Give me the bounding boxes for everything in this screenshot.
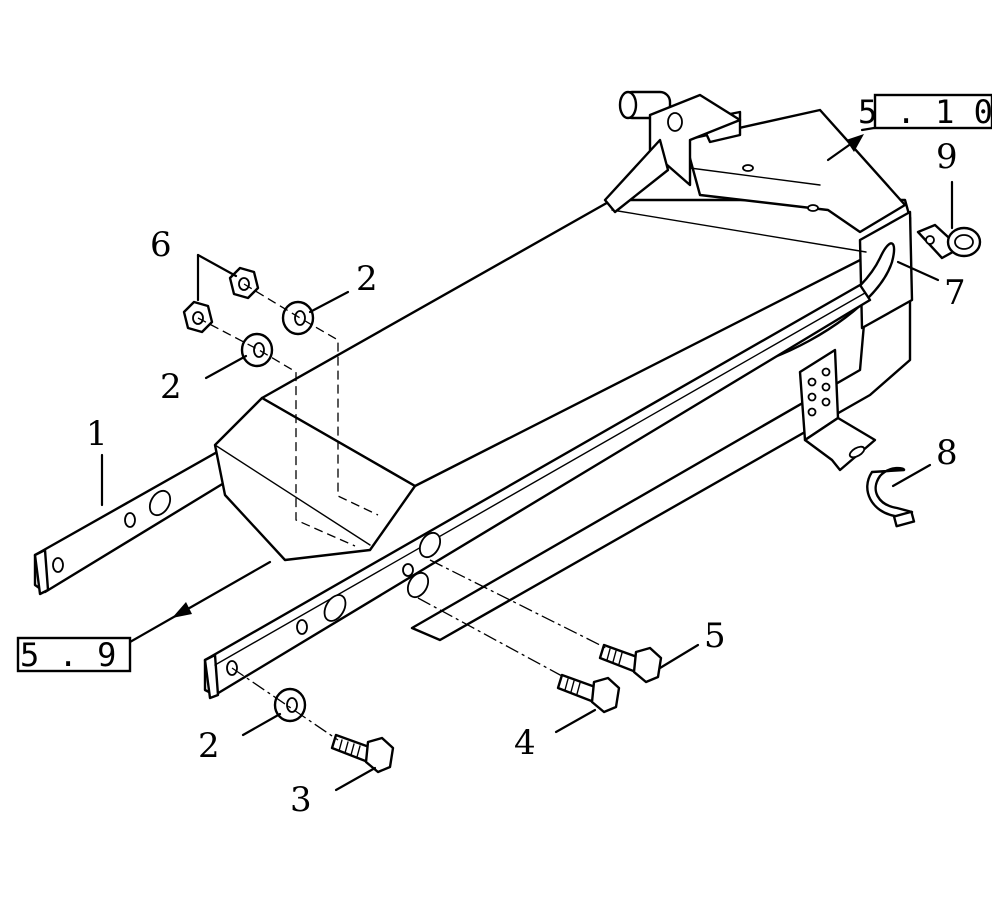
callout-2-lower: 2 <box>198 726 220 766</box>
reference-label-top: 5 . 1 0 <box>858 93 992 131</box>
bolt-3 <box>330 733 395 774</box>
callout-8: 8 <box>936 433 958 473</box>
washer-upper-right <box>281 300 315 336</box>
callout-1: 1 <box>86 414 108 454</box>
callout-4: 4 <box>514 723 536 763</box>
rear-channel-bracket <box>603 90 907 234</box>
nut-left <box>182 300 214 334</box>
perforated-bracket <box>798 348 877 472</box>
reference-label-left: 5 . 9 <box>20 636 116 674</box>
callout-6: 6 <box>150 225 172 265</box>
callout-numbers: 1 2 2 2 3 4 5 6 7 8 9 <box>86 137 966 820</box>
reference-box-top: 5 . 1 0 <box>858 93 992 131</box>
callout-2-middle: 2 <box>160 367 182 407</box>
callout-3: 3 <box>290 780 312 820</box>
bolt-4 <box>556 673 621 714</box>
callout-5: 5 <box>704 616 726 656</box>
nut-right <box>228 266 260 300</box>
right-rail <box>203 283 872 700</box>
reference-box-left: 5 . 9 <box>16 636 132 674</box>
p-clamp <box>916 223 982 260</box>
callout-7: 7 <box>944 273 966 313</box>
leader-lines <box>100 126 954 792</box>
bolt-5 <box>598 643 663 684</box>
splash-plate <box>213 396 417 562</box>
washer-lower <box>273 687 307 723</box>
cable-tie <box>866 466 916 528</box>
callout-2-upper: 2 <box>356 259 378 299</box>
assembly-lines <box>197 283 607 741</box>
washer-upper-left <box>240 332 274 368</box>
callout-9: 9 <box>936 137 958 177</box>
